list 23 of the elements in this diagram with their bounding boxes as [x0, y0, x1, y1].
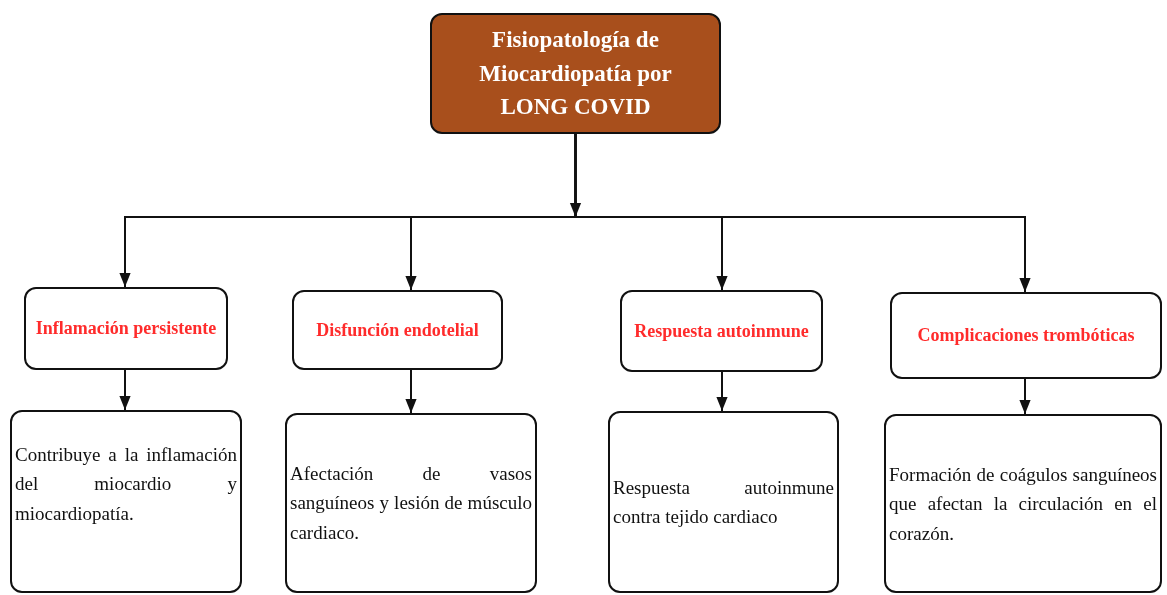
description-text: Formación de coágulos sanguíneos que afectan la circulación en el corazón. — [889, 463, 1157, 546]
category-box — [890, 292, 1162, 379]
category-box — [24, 287, 228, 370]
description-box — [285, 413, 537, 593]
arrow — [569, 133, 582, 218]
description-text: Respuesta autoinmune contra tejido cardiaco — [613, 476, 834, 530]
category-label: Inflamación persistente — [35, 317, 217, 341]
description-box — [608, 411, 839, 593]
arrow — [1019, 378, 1031, 415]
category-label: Complicaciones trombóticas — [917, 324, 1135, 348]
description-box — [10, 410, 242, 593]
description-box — [884, 414, 1162, 593]
description-text: Afectación de vasos sanguíneos y lesión de músculo cardiaco. — [290, 462, 532, 545]
arrow — [119, 369, 131, 411]
category-label: Disfunción endotelial — [316, 318, 479, 342]
description-text: Contribuye a la inflamación del miocardio y miocardiopatía. — [15, 443, 237, 526]
title-text: Fisiopatología de Miocardiopatía por LONG COVID — [478, 26, 673, 122]
category-box — [292, 290, 503, 370]
arrow — [405, 369, 417, 414]
category-box — [620, 290, 823, 372]
title-box — [430, 13, 721, 134]
arrow — [716, 371, 728, 412]
category-label: Respuesta autoinmune — [634, 319, 809, 343]
